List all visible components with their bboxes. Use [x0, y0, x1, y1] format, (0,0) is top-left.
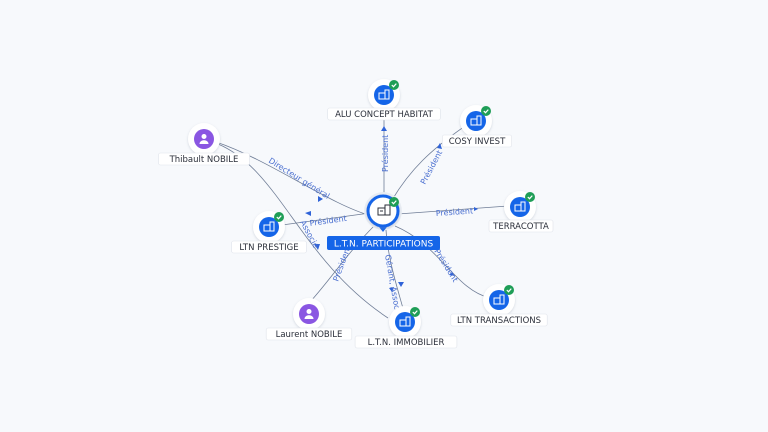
node-label-pill	[265, 327, 353, 341]
building-icon	[514, 201, 526, 212]
edge-label-transactions: Président	[432, 247, 460, 284]
verified-badge	[525, 192, 535, 202]
building-icon	[470, 115, 482, 126]
node-label: LTN TRANSACTIONS	[457, 316, 541, 326]
arrow-transactions	[449, 272, 455, 276]
company-node-transactions[interactable]: LTN TRANSACTIONS	[450, 284, 548, 327]
edge-label-alu: Président	[380, 135, 390, 172]
node-label-pill	[488, 219, 554, 233]
verified-badge	[481, 106, 491, 116]
edge-transactions[interactable]	[394, 225, 491, 299]
verified-badge	[389, 197, 399, 207]
center-node[interactable]: L.T.N. PARTICIPATIONS	[327, 192, 440, 250]
center-label: L.T.N. PARTICIPATIONS	[334, 240, 434, 250]
arrow-cosy	[437, 143, 442, 149]
check-icon	[391, 83, 397, 88]
edge-label-thibault: Directeur général	[267, 155, 332, 201]
check-icon	[276, 215, 282, 220]
node-label: ALU CONCEPT HABITAT	[335, 110, 434, 120]
person-icon	[304, 309, 314, 319]
node-label: COSY INVEST	[449, 137, 506, 147]
arrow-immobilier	[389, 287, 394, 292]
edge-label-terracotta: Président	[435, 205, 473, 218]
verified-badge	[274, 212, 284, 222]
edge-terracotta[interactable]	[397, 205, 509, 215]
edge-label-prestige: Président	[309, 213, 347, 228]
arrow-prestige	[305, 211, 311, 216]
arrow-immo-up	[398, 282, 404, 287]
company-node-prestige[interactable]: LTN PRESTIGE	[231, 211, 307, 254]
node-label: Thibault NOBILE	[169, 155, 239, 165]
arrow-laurent	[314, 244, 320, 250]
check-icon	[527, 195, 533, 200]
edge-prestige[interactable]	[281, 212, 371, 226]
node-label: Laurent NOBILE	[276, 330, 343, 340]
building-icon	[399, 316, 411, 327]
company-node-terracotta[interactable]: TERRACOTTA	[488, 191, 554, 233]
arrow-terracotta	[474, 207, 478, 211]
person-icon	[199, 134, 209, 144]
company-node-cosy[interactable]: COSY INVEST	[441, 105, 512, 148]
node-label-pill	[354, 335, 458, 349]
node-label-pill	[158, 152, 250, 166]
person-nodes: Thibault NOBILE Laurent NOBILE	[158, 123, 353, 341]
check-icon	[483, 109, 489, 114]
building-icon	[493, 294, 505, 305]
node-label: L.T.N. IMMOBILIER	[368, 338, 445, 348]
node-label-pill	[327, 107, 441, 121]
edge-cosy[interactable]	[391, 123, 469, 201]
building-icon	[263, 221, 275, 232]
node-label: TERRACOTTA	[492, 222, 549, 232]
arrow-thibault	[318, 196, 323, 202]
edge-label-cosy: Président	[418, 148, 444, 186]
person-node-laurent[interactable]: Laurent NOBILE	[265, 298, 353, 341]
company-node-immobilier[interactable]: L.T.N. IMMOBILIER	[354, 306, 458, 349]
company-nodes: ALU CONCEPT HABITAT COSY INVEST TERRACOTTA…	[231, 79, 554, 349]
node-label-pill	[231, 240, 307, 254]
check-icon	[506, 288, 512, 293]
node-label-pill	[441, 134, 512, 148]
arrow-alu	[381, 126, 387, 131]
edge-thibault[interactable]	[215, 141, 373, 217]
building-icon	[378, 89, 390, 100]
edges	[215, 105, 509, 319]
company-node-alu[interactable]: ALU CONCEPT HABITAT	[327, 79, 441, 121]
verified-badge	[410, 307, 420, 317]
verified-badge	[504, 285, 514, 295]
node-label: LTN PRESTIGE	[239, 243, 298, 253]
person-node-thibault[interactable]: Thibault NOBILE	[158, 123, 250, 166]
edge-laurent-immo[interactable]	[309, 225, 375, 303]
node-label-pill	[450, 313, 548, 327]
check-icon	[412, 310, 418, 315]
verified-badge	[389, 80, 399, 90]
center-label-pill	[327, 236, 440, 250]
edge-arrows	[305, 126, 478, 292]
building-icon	[377, 204, 391, 216]
